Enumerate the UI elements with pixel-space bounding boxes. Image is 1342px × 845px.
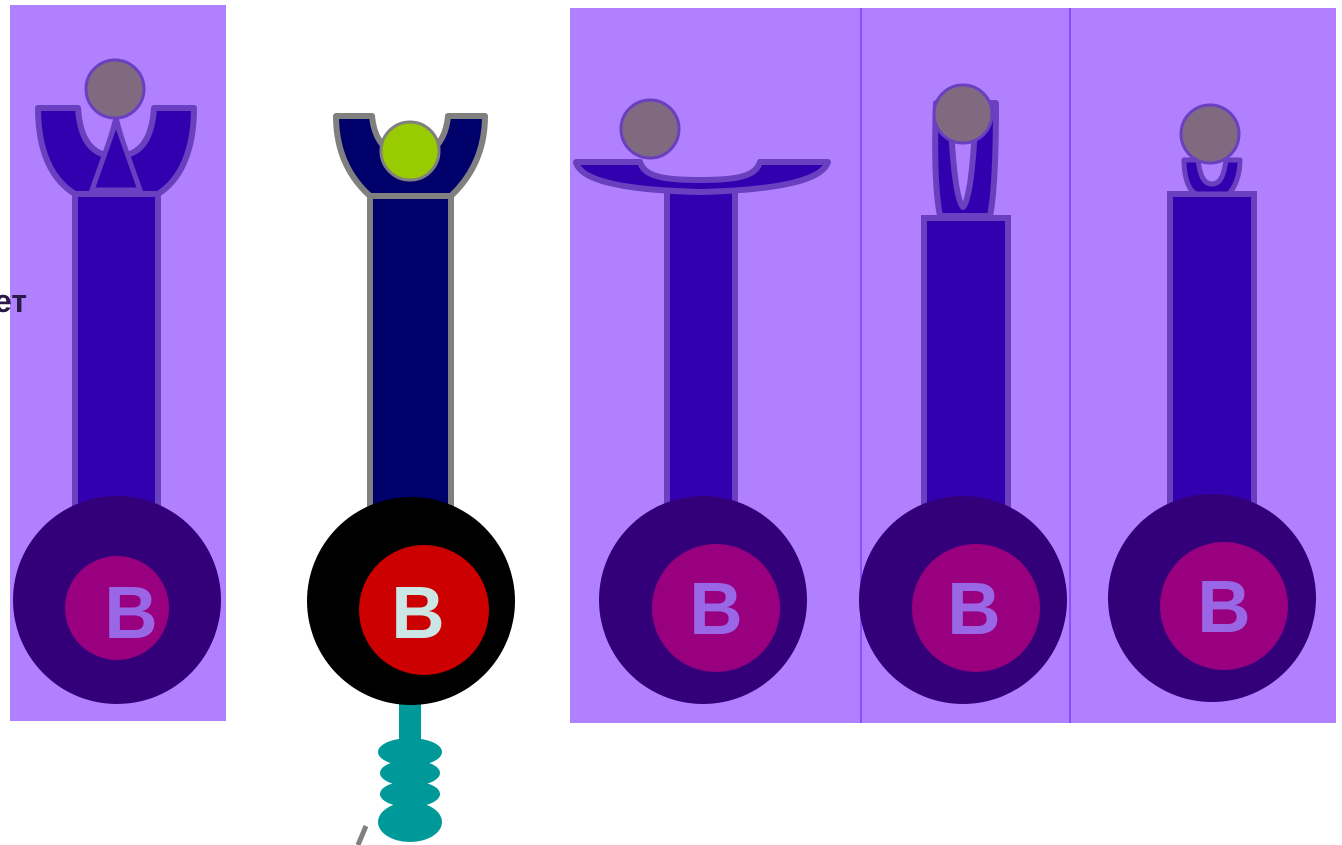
antigen-ball (1181, 105, 1239, 163)
tail-stroke (358, 826, 366, 845)
receptor-stem (75, 194, 158, 524)
antigen-ball (934, 85, 992, 143)
cell-badge-label: B (391, 571, 444, 654)
receptor-stem (667, 190, 735, 524)
b-cell-receptor-highlighted: B (307, 116, 515, 845)
cell-badge-label: B (104, 571, 157, 654)
receptor-stem (924, 218, 1008, 524)
antigen-ball (621, 100, 679, 158)
cell-badge-label: B (947, 567, 1000, 650)
side-label: ет (0, 283, 27, 319)
antigen-ball (86, 60, 144, 118)
antigen-ball (381, 122, 439, 180)
receptor-stem (1170, 194, 1254, 524)
tail-end (378, 802, 442, 842)
receptor-stem (370, 196, 451, 526)
cell-badge-label: B (689, 567, 742, 650)
cell-badge-label: B (1197, 565, 1250, 648)
